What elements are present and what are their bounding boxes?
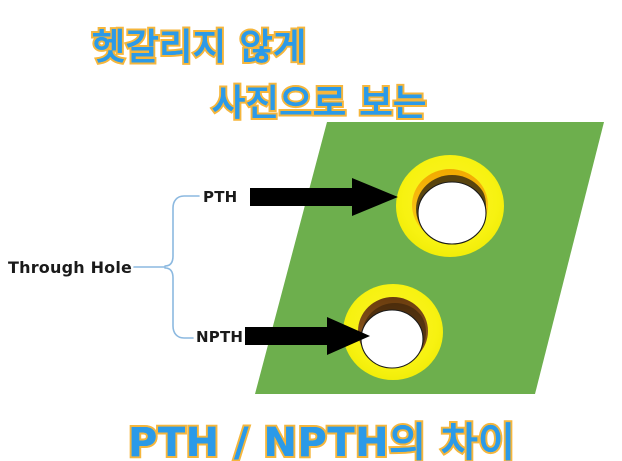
- pth-hole-group: [396, 155, 504, 257]
- footer-title-outline: PTH / NPTH의 차이: [126, 418, 517, 461]
- title-line-2-outline: 사진으로 보는: [210, 81, 428, 126]
- through-hole-label: Through Hole: [8, 258, 133, 277]
- npth-arrow-icon: [245, 317, 370, 355]
- through-hole-brace-icon: [133, 195, 200, 339]
- title-line-1-outline: 헷갈리지 않게: [90, 25, 308, 70]
- pth-arrow-icon: [250, 178, 398, 216]
- pth-hole-opening: [417, 181, 487, 245]
- pth-label: PTH: [203, 188, 238, 206]
- npth-label: NPTH: [196, 328, 244, 346]
- npth-hole-group: [343, 284, 443, 380]
- npth-hole-opening: [360, 309, 424, 369]
- title-line-2: 사진으로 보는: [212, 83, 427, 124]
- title-line-1: 헷갈리지 않게: [92, 27, 307, 68]
- footer-title: PTH / NPTH의 차이: [128, 420, 516, 461]
